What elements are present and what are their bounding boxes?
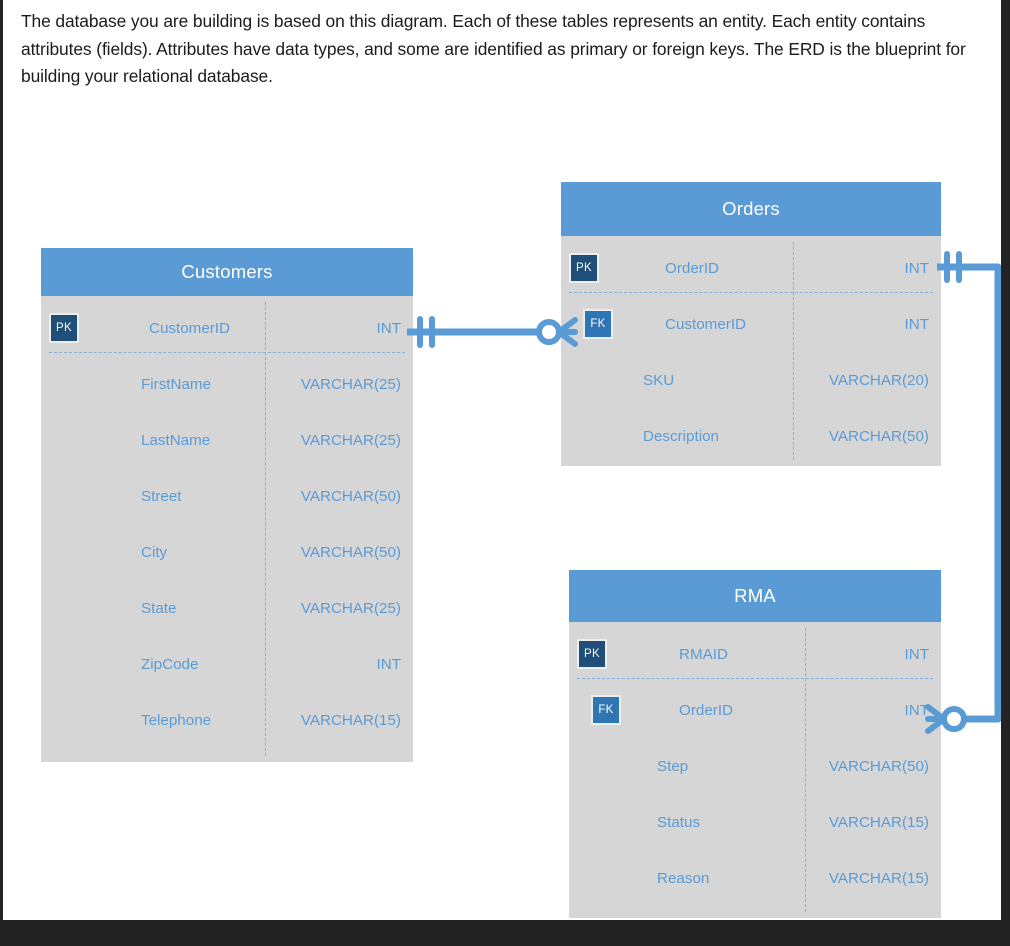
attribute-name: Step — [657, 757, 689, 775]
attribute-type: VARCHAR(50) — [828, 757, 929, 775]
diagram-canvas: The database you are building is based o… — [3, 0, 1001, 920]
table-row[interactable]: ZipCode INT — [41, 636, 413, 692]
attribute-type: INT — [376, 655, 401, 673]
cardinality-zero-circle — [941, 706, 967, 732]
key-cell: FK — [561, 309, 631, 339]
entity-table-customers[interactable]: Customers PK CustomerID INT FirstName VA… — [41, 248, 413, 762]
relationship-line — [937, 263, 1001, 723]
key-cell: FK — [569, 695, 639, 725]
attribute-name: OrderID — [679, 701, 734, 719]
attribute-name: FirstName — [141, 375, 212, 393]
relationship-customers-orders — [407, 316, 578, 348]
attribute-name: ZipCode — [141, 655, 199, 673]
column-divider — [805, 628, 806, 912]
attribute-name: LastName — [141, 431, 211, 449]
attribute-name: CustomerID — [665, 315, 747, 333]
entity-body-rma: PK RMAID INT FK OrderID INT Step VARCHAR… — [569, 622, 941, 918]
entity-table-orders[interactable]: Orders PK OrderID INT FK CustomerID IN — [561, 182, 941, 466]
attribute-name: State — [141, 599, 177, 617]
table-row[interactable]: SKU VARCHAR(20) — [561, 352, 941, 408]
attribute-type: VARCHAR(15) — [828, 813, 929, 831]
attribute-type: INT — [904, 259, 929, 277]
attribute-name: RMAID — [679, 645, 728, 663]
column-divider — [265, 302, 266, 756]
intro-paragraph: The database you are building is based o… — [21, 11, 966, 86]
table-row[interactable]: PK OrderID INT — [561, 240, 941, 296]
entity-title-orders: Orders — [561, 182, 941, 236]
fk-badge: FK — [591, 695, 621, 725]
fk-badge: FK — [583, 309, 613, 339]
table-row[interactable]: PK CustomerID INT — [41, 300, 413, 356]
table-row[interactable]: Reason VARCHAR(15) — [569, 850, 941, 906]
attribute-name: Description — [643, 427, 719, 445]
attribute-type: VARCHAR(15) — [828, 869, 929, 887]
table-row[interactable]: Description VARCHAR(50) — [561, 408, 941, 464]
attribute-name: Status — [657, 813, 701, 831]
primary-key-divider — [577, 678, 933, 679]
table-row[interactable]: State VARCHAR(25) — [41, 580, 413, 636]
cardinality-zero-circle — [536, 319, 562, 345]
attribute-type: VARCHAR(25) — [300, 431, 401, 449]
attribute-type: INT — [904, 315, 929, 333]
primary-key-divider — [49, 352, 405, 353]
table-row[interactable]: FK CustomerID INT — [561, 296, 941, 352]
entity-table-rma[interactable]: RMA PK RMAID INT FK OrderID INT — [569, 570, 941, 918]
entity-title-rma: RMA — [569, 570, 941, 622]
attribute-type: VARCHAR(50) — [300, 487, 401, 505]
pk-badge: PK — [577, 639, 607, 669]
key-cell: PK — [569, 639, 625, 669]
attribute-name: Street — [141, 487, 182, 505]
attribute-name: OrderID — [665, 259, 720, 277]
table-row[interactable]: Status VARCHAR(15) — [569, 794, 941, 850]
table-row[interactable]: City VARCHAR(50) — [41, 524, 413, 580]
key-cell: PK — [561, 253, 617, 283]
attribute-type: VARCHAR(20) — [828, 371, 929, 389]
attribute-type: INT — [376, 319, 401, 337]
attribute-type: VARCHAR(50) — [300, 543, 401, 561]
table-row[interactable]: FK OrderID INT — [569, 682, 941, 738]
entity-title-customers: Customers — [41, 248, 413, 296]
table-row[interactable]: Step VARCHAR(50) — [569, 738, 941, 794]
attribute-type: INT — [904, 701, 929, 719]
attribute-name: Reason — [657, 869, 710, 887]
attribute-name: City — [141, 543, 168, 561]
attribute-name: SKU — [643, 371, 675, 389]
table-row[interactable]: LastName VARCHAR(25) — [41, 412, 413, 468]
attribute-name: CustomerID — [149, 319, 231, 337]
attribute-type: VARCHAR(25) — [300, 375, 401, 393]
attribute-name: Telephone — [141, 711, 212, 729]
pk-badge: PK — [49, 313, 79, 343]
key-cell: PK — [41, 313, 97, 343]
attribute-type: INT — [904, 645, 929, 663]
pk-badge: PK — [569, 253, 599, 283]
attribute-type: VARCHAR(25) — [300, 599, 401, 617]
entity-body-customers: PK CustomerID INT FirstName VARCHAR(25) … — [41, 296, 413, 762]
table-row[interactable]: FirstName VARCHAR(25) — [41, 356, 413, 412]
primary-key-divider — [569, 292, 933, 293]
attribute-type: VARCHAR(50) — [828, 427, 929, 445]
column-divider — [793, 242, 794, 460]
entity-body-orders: PK OrderID INT FK CustomerID INT SKU VAR… — [561, 236, 941, 466]
attribute-type: VARCHAR(15) — [300, 711, 401, 729]
table-row[interactable]: PK RMAID INT — [569, 626, 941, 682]
table-row[interactable]: Street VARCHAR(50) — [41, 468, 413, 524]
table-row[interactable]: Telephone VARCHAR(15) — [41, 692, 413, 748]
